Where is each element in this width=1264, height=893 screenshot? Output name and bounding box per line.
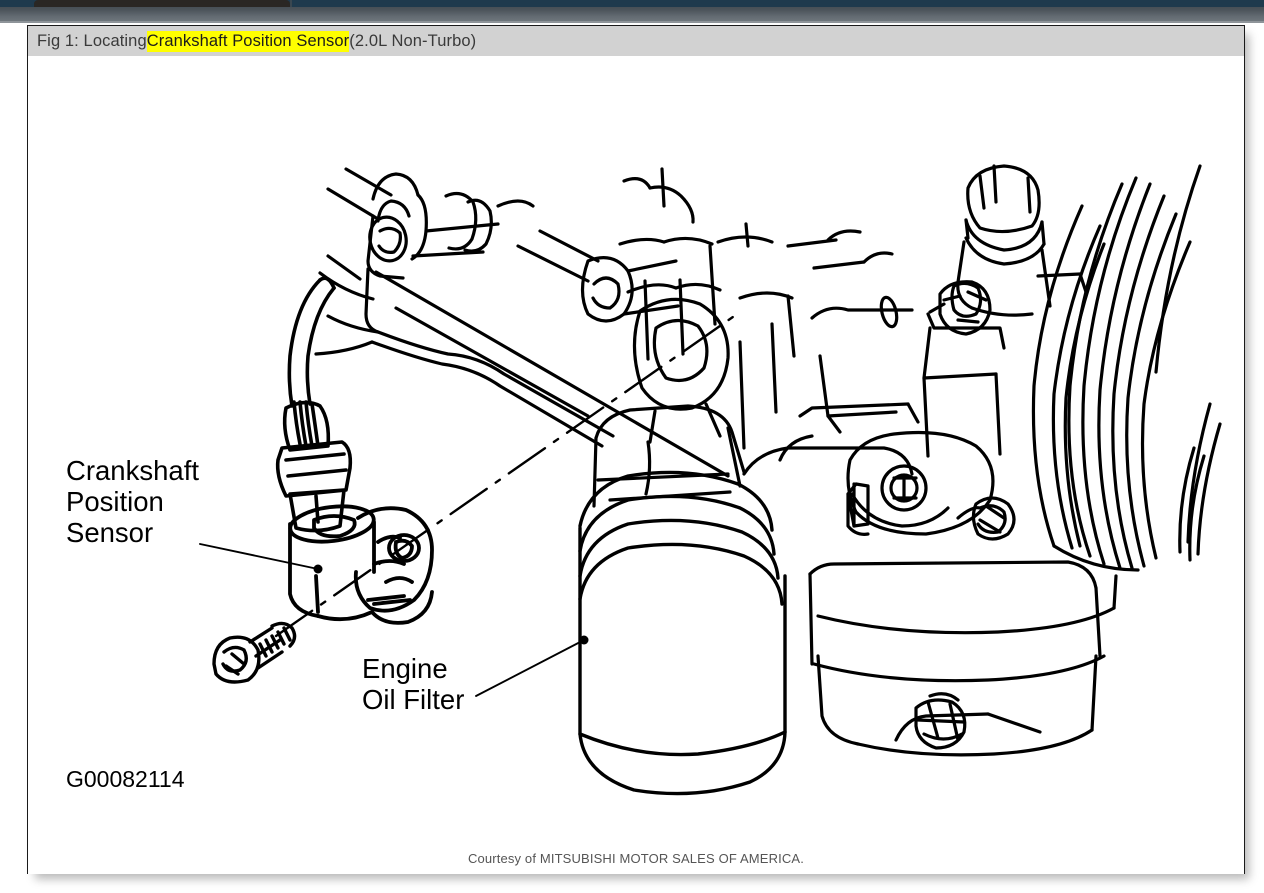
browser-chrome [0, 0, 1264, 22]
oil-cap [922, 164, 1052, 380]
browser-tab-divider [290, 0, 292, 7]
oil-filter-housing [592, 297, 746, 508]
label-crankshaft-position-sensor: Crankshaft Position Sensor [66, 455, 199, 548]
graphic-id: G00082114 [66, 766, 185, 792]
caption-suffix: (2.0L Non-Turbo) [349, 31, 477, 50]
browser-tab-strip[interactable] [0, 0, 1264, 7]
engine-diagram-illustration [199, 164, 1222, 796]
mounting-bolt [212, 621, 297, 684]
caption-highlight: Crankshaft Position Sensor [146, 30, 350, 52]
tensioner-assembly [846, 430, 1016, 541]
chrome-separator [0, 21, 1264, 23]
engine-rail [314, 267, 730, 478]
oil-pan [808, 560, 1118, 757]
caption-prefix: Fig 1: Locating [37, 31, 147, 50]
figure-caption: Fig 1: Locating Crankshaft Position Sens… [28, 26, 1244, 56]
engine-oil-filter-body [578, 470, 787, 796]
crankshaft-position-sensor-body [288, 504, 434, 625]
leader-lines [199, 543, 589, 697]
engine-block-upper [318, 167, 750, 361]
drive-belt-pulley [1031, 164, 1222, 572]
figure-canvas: Crankshaft Position Sensor Engine Oil Fi… [28, 56, 1244, 874]
accessory-bracket [716, 229, 914, 476]
installation-axis-line [274, 310, 742, 638]
figure-panel: Fig 1: Locating Crankshaft Position Sens… [27, 25, 1245, 874]
label-engine-oil-filter: Engine Oil Filter [362, 653, 465, 715]
bracket-plate [778, 372, 1002, 462]
courtesy-notice: Courtesy of MITSUBISHI MOTOR SALES OF AM… [467, 851, 805, 866]
sensor-connector [275, 276, 353, 533]
browser-active-tab[interactable] [34, 0, 290, 7]
